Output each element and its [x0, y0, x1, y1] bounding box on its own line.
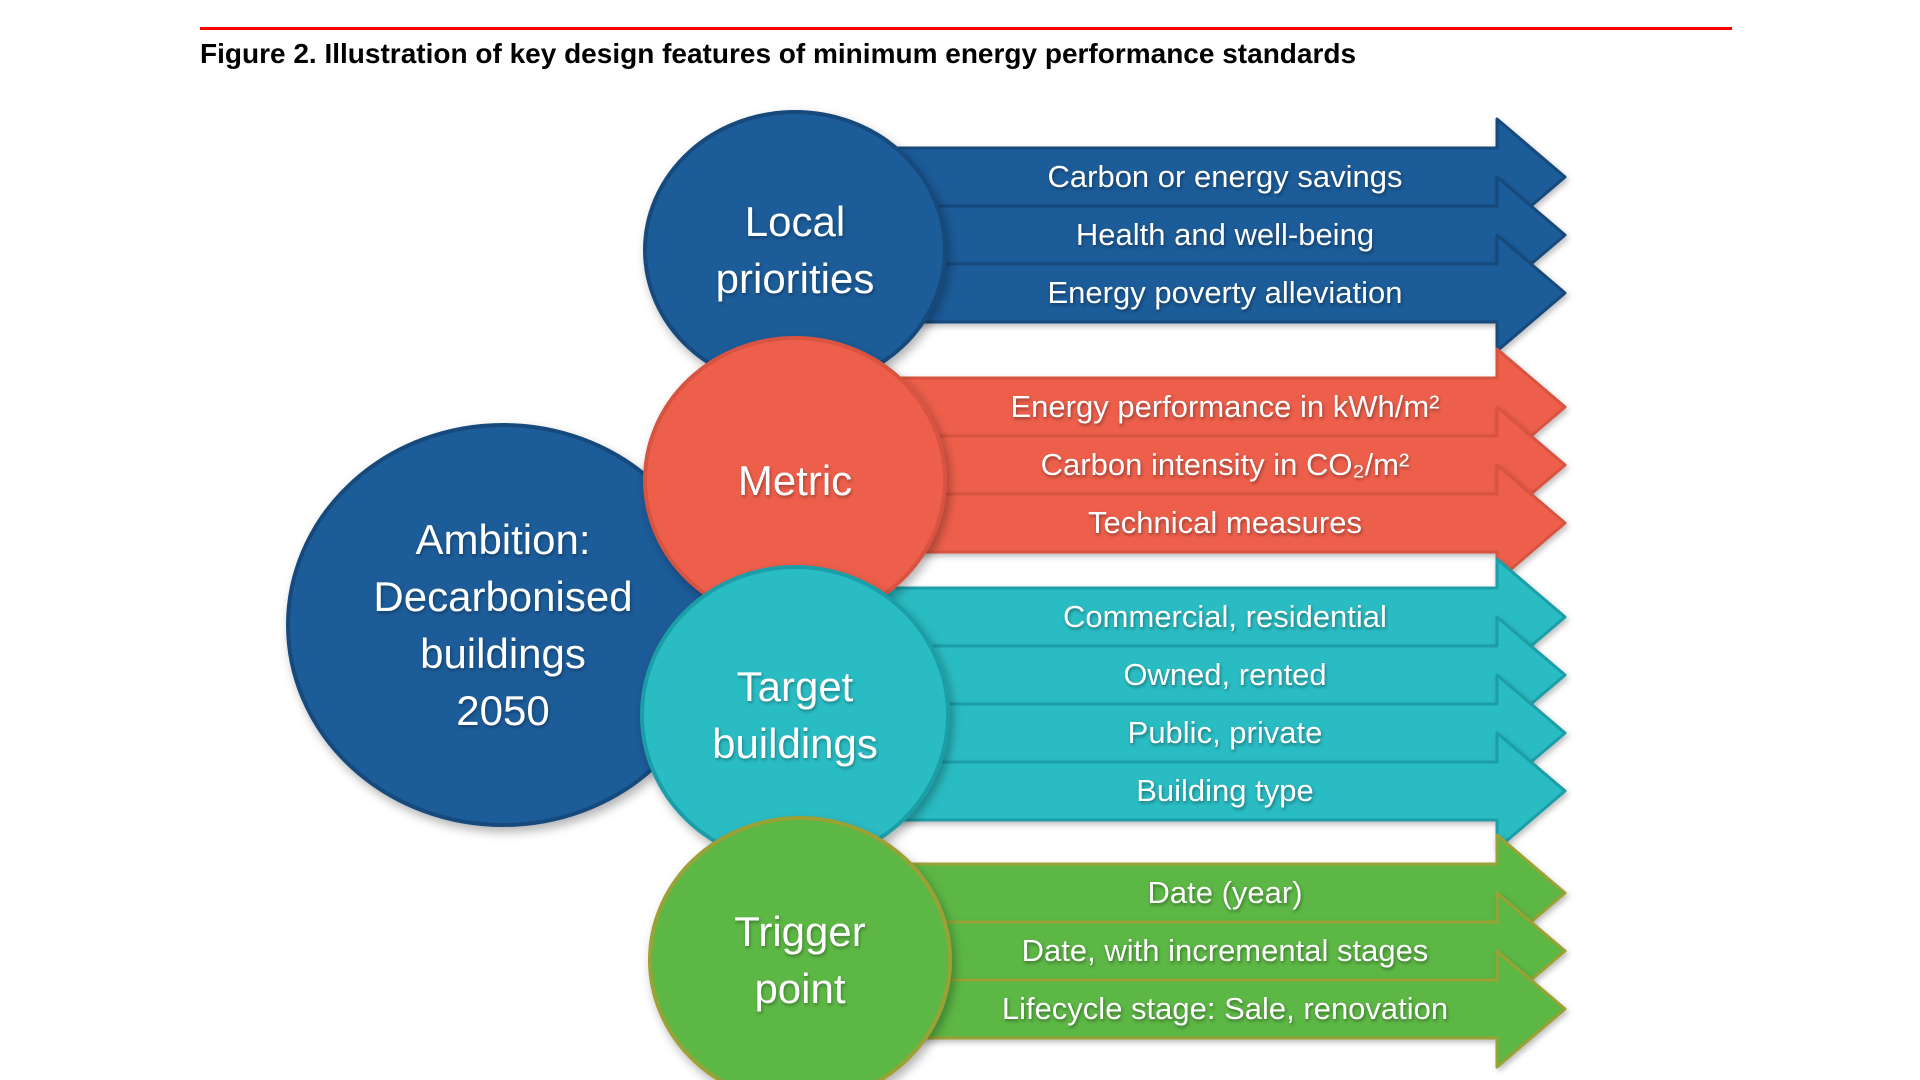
trigger-point-circle: [648, 816, 952, 1080]
arrow-target-buildings-3: [788, 731, 1567, 851]
arrow-layer: [788, 117, 1567, 1069]
circle-layer: [286, 110, 952, 1080]
title-rule: [200, 27, 1732, 30]
figure-title: Figure 2. Illustration of key design fea…: [200, 38, 1357, 69]
